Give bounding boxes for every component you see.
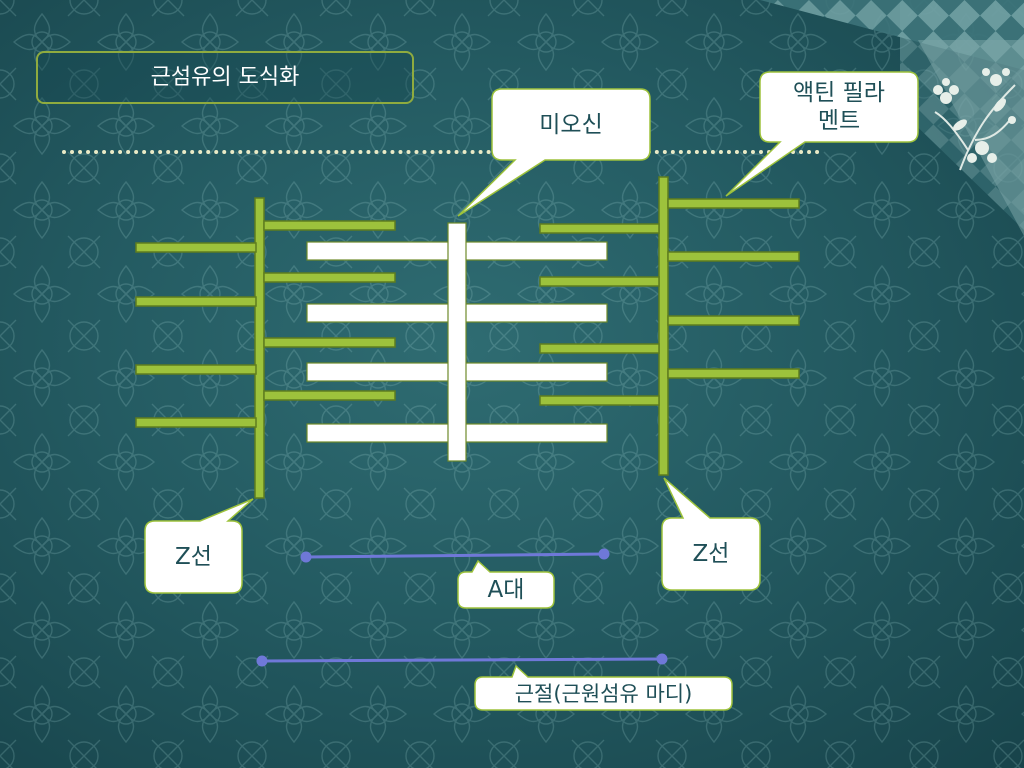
z-line-right-bar: [658, 176, 669, 476]
actin-filament: [135, 364, 257, 375]
actin-filament: [135, 242, 257, 253]
actin-filament-label: 액틴 필라 멘트: [760, 72, 918, 142]
actin-filament: [263, 272, 396, 283]
myosin-callout-shape: [457, 88, 651, 217]
actin-filament: [667, 315, 800, 326]
actin-label-line1: 액틴 필라: [793, 80, 885, 106]
myosin-label: 미오신: [539, 111, 603, 138]
actin-filament: [135, 296, 257, 307]
actin-filament: [667, 368, 800, 379]
z-line-left-callout-shape: [144, 498, 254, 594]
a-band-endpoint: [300, 551, 312, 563]
actin-filament: [539, 395, 660, 406]
sarcomere-endpoint: [656, 653, 668, 665]
a-band-callout-shape: [457, 559, 555, 609]
a-band-label: A대: [487, 577, 525, 603]
sarcomere-line: [261, 657, 663, 663]
sarcomere-callout-shape: [474, 664, 733, 711]
title-divider: [62, 150, 820, 154]
sarcomere-endpoint: [256, 655, 268, 667]
z-line-right-label: Z선: [692, 541, 730, 567]
m-line-bar: [447, 222, 467, 462]
actin-filament: [135, 417, 257, 428]
z-line-right-callout-shape: [661, 477, 761, 591]
actin-filament: [539, 343, 660, 354]
actin-filament: [667, 198, 800, 209]
z-line-left-bar: [254, 197, 265, 499]
slide-title: 근섬유의 도식화: [36, 51, 414, 104]
actin-filament: [263, 390, 396, 401]
sarcomere-label: 근절(근원섬유 마디): [514, 681, 693, 706]
actin-filament: [263, 220, 396, 231]
actin-label-line2: 멘트: [817, 108, 861, 134]
actin-filament: [263, 337, 396, 348]
actin-filament: [539, 223, 660, 234]
z-line-left-label: Z선: [175, 544, 212, 570]
actin-callout-shape: [725, 71, 919, 197]
a-band-endpoint: [598, 548, 610, 560]
a-band-line: [305, 552, 605, 559]
actin-filament: [539, 276, 660, 287]
actin-filament: [667, 251, 800, 262]
